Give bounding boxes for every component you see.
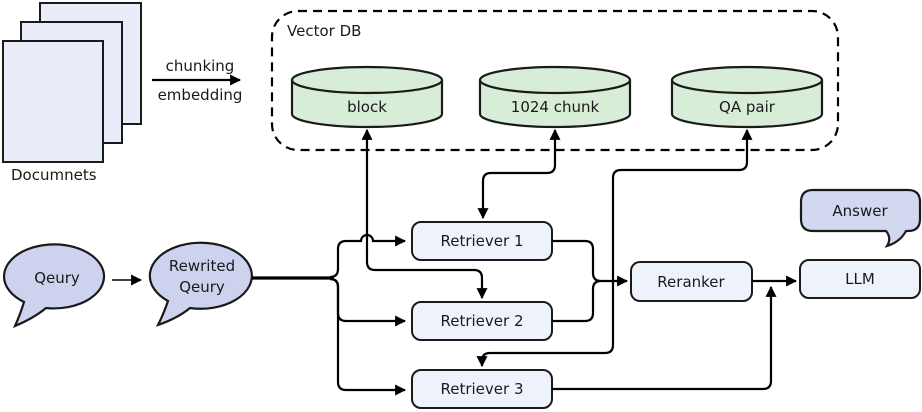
cylinder-top [478,65,632,95]
documents-stack: Documnets [2,2,142,184]
rewritten-query-label-line2: Qeury [179,278,225,296]
query-label: Qeury [34,269,80,287]
document-page-front [2,40,104,163]
retriever2-node: Retriever 2 [411,301,553,341]
vector-db-title: Vector DB [287,22,361,40]
retriever1-node: Retriever 1 [411,221,553,261]
rewritten-query-bubble: Rewrited Qeury [148,241,253,327]
edge-to-retriever1 [329,233,407,279]
store-block-label: block [347,98,387,116]
speech-bubble-shape [148,241,253,327]
retriever3-label: Retriever 3 [440,380,523,398]
answer-label: Answer [832,202,888,220]
llm-label: LLM [845,270,875,288]
vector-db-border [270,9,840,152]
reranker-node: Reranker [630,261,753,302]
edge-retriever3-out [552,285,777,391]
retriever2-label: Retriever 2 [440,312,523,330]
store-1024chunk-cylinder: 1024 chunk [478,65,632,129]
ingest-arrow-group: chunking embedding [152,57,242,104]
edge-to-retriever2 [329,277,407,327]
reranker-label: Reranker [657,273,725,291]
embedding-label: embedding [158,86,243,104]
store-qapair-cylinder: QA pair [670,65,824,129]
store-qapair-label: QA pair [719,98,776,116]
edge-retriever1-out [552,239,602,283]
llm-box [799,259,921,299]
documents-label: Documnets [11,166,97,184]
retriever3-node: Retriever 3 [411,369,553,409]
answer-bubble: Answer [799,188,922,248]
edge-retriever1-1024chunk [477,128,561,220]
edge-retriever3-qapair [476,128,753,368]
vector-db-container: Vector DB block 1024 chunk QA pair [270,9,840,152]
speech-bubble-shape [799,188,922,248]
speech-bubble-shape [2,243,106,329]
llm-node: LLM [799,259,921,299]
edge-to-retriever3 [329,277,407,396]
store-1024chunk-label: 1024 chunk [511,98,600,116]
query-bubble: Qeury [2,243,106,329]
cylinder-top [290,65,444,95]
cylinder-top [670,65,824,95]
chunking-label: chunking [166,57,235,75]
rewritten-query-label-line1: Rewrited [169,257,235,275]
retriever1-label: Retriever 1 [440,232,523,250]
edge-retriever2-block [361,128,488,300]
store-block-cylinder: block [290,65,444,129]
edge-retriever2-out [552,279,602,323]
